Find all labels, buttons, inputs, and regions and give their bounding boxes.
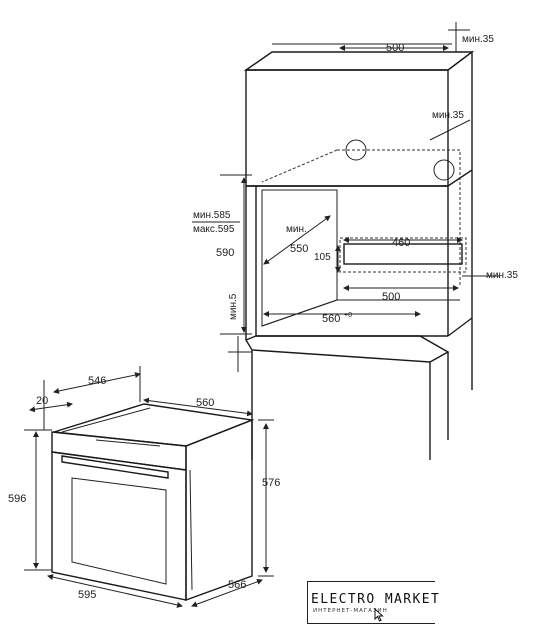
- oven-body-depth-label: 546: [88, 375, 106, 387]
- niche-depth-min-label: мин.: [286, 224, 307, 235]
- oven-front-offset-label: 20: [36, 395, 48, 407]
- niche-base-depth-label: 500: [382, 291, 400, 303]
- niche-height-label: 590: [216, 247, 234, 259]
- oven-dimensions: [24, 366, 274, 608]
- niche-vent-height-label: 105: [314, 252, 331, 263]
- niche-bottom-gap-label: мин.5: [228, 293, 239, 320]
- niche-top-clearance-label: мин.35: [462, 34, 494, 45]
- oven-total-depth-label: 566: [228, 579, 246, 591]
- niche-top-width-label: 500: [386, 42, 404, 54]
- oven-body-width-label: 560: [196, 397, 214, 409]
- niche-height-min-label: мин.585: [193, 210, 231, 221]
- niche-back-clearance-label: мин.35: [486, 270, 518, 281]
- logo-frame: [307, 581, 435, 624]
- oven: [51, 403, 255, 601]
- niche-side-clearance-label: мин.35: [432, 110, 464, 121]
- cabinet-niche: [243, 50, 475, 460]
- niche-height-max-label: макс.595: [193, 224, 235, 235]
- oven-total-height-label: 596: [8, 493, 26, 505]
- cursor-icon: [374, 608, 384, 622]
- niche-width-tolerance: +8: [344, 312, 352, 319]
- niche-vent-width-label: 460: [392, 237, 410, 249]
- niche-width-label: 560: [322, 313, 340, 325]
- niche-depth-value: 550: [290, 243, 308, 255]
- logo-title: ELECTRO MARKET: [311, 592, 441, 607]
- oven-front-width-label: 595: [78, 589, 96, 601]
- logo-subtitle: ИНТЕРНЕТ-МАГАЗИН: [313, 608, 388, 614]
- oven-body-height-label: 576: [262, 477, 280, 489]
- niche-dimensions: [220, 22, 500, 372]
